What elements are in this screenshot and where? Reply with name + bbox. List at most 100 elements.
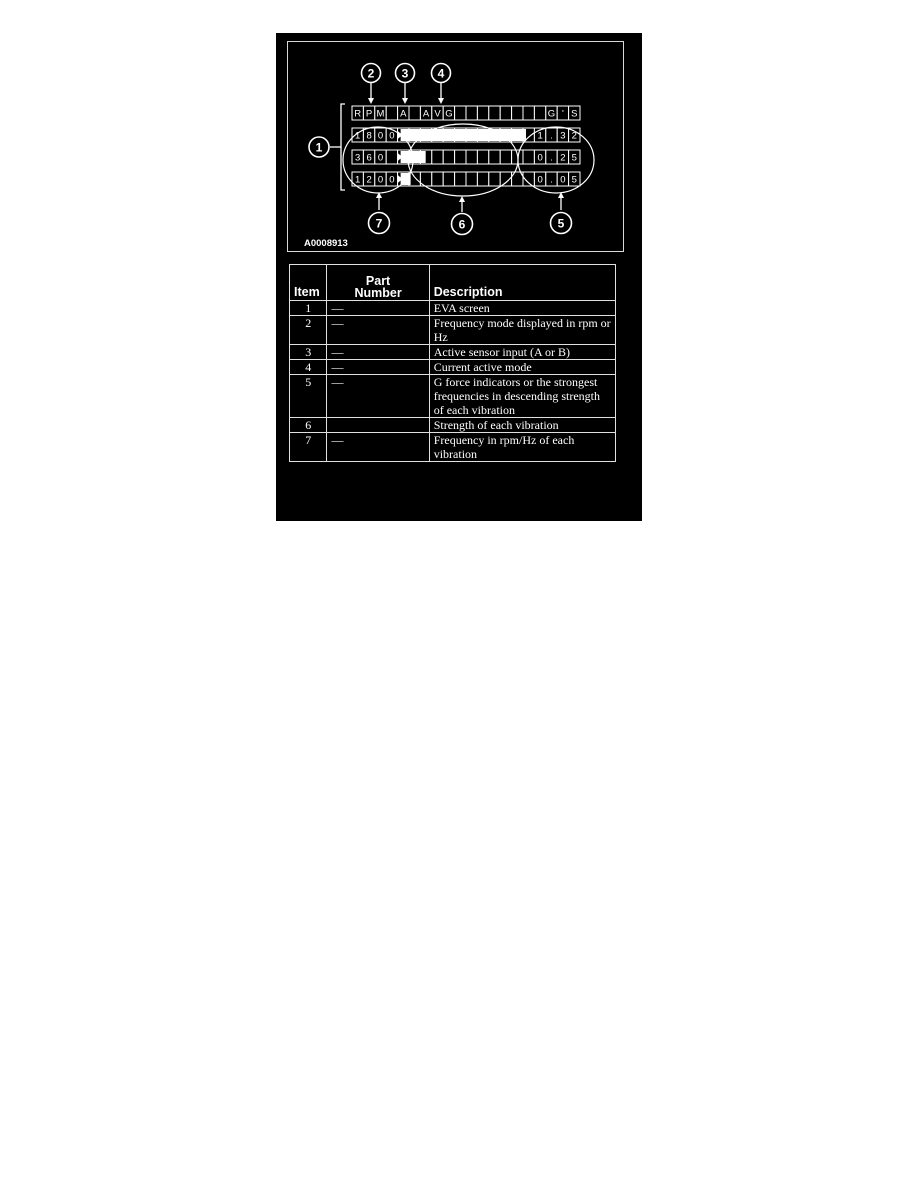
frequency-digit: 0	[389, 131, 394, 142]
row-part-number: —	[326, 374, 430, 418]
row-description: EVA screen	[428, 300, 617, 316]
table-header-row: Item Part Number Description	[288, 264, 617, 301]
callout-circle-1	[308, 136, 330, 158]
gforce-digit: .	[550, 131, 553, 142]
display-cell	[431, 171, 444, 187]
row-description: G force indicators or the strongest freq…	[428, 374, 617, 418]
row-item: 3	[288, 344, 328, 360]
display-cell	[499, 149, 513, 165]
header-cell-text: G	[548, 109, 555, 120]
callout-circle-2	[360, 62, 382, 84]
frequency-digit: 0	[378, 131, 383, 142]
header-cell-text: G	[445, 109, 452, 120]
arrowhead-6	[459, 196, 465, 202]
table-row: 7 — Frequency in rpm/Hz of each vibratio…	[288, 432, 617, 462]
bar-arrow-tip	[397, 175, 403, 183]
row-item: 1	[288, 300, 328, 316]
display-cell	[476, 105, 490, 121]
table-row: 1 — EVA screen	[288, 300, 617, 316]
display-cell	[454, 149, 467, 165]
callout-label-5: 5	[558, 217, 565, 231]
header-cell-text: R	[354, 109, 361, 120]
callout-label-6: 6	[459, 218, 466, 232]
strength-bar	[400, 173, 411, 185]
display-cell	[476, 149, 490, 165]
row-description: Active sensor input (A or B)	[428, 344, 617, 360]
gforce-digit: 0	[537, 153, 542, 164]
header-cell-text: A	[400, 109, 407, 120]
frequency-digit: 0	[389, 175, 394, 186]
header-cell-text: P	[366, 109, 372, 120]
gforce-digit: 2	[560, 153, 565, 164]
display-cell	[385, 105, 399, 121]
gforce-digit: .	[550, 175, 553, 186]
header-item: Item	[288, 264, 328, 301]
strength-bar	[400, 129, 526, 141]
display-cell	[408, 171, 421, 187]
arrowhead-4	[438, 98, 444, 104]
display-cell	[385, 149, 399, 165]
header-part-line1: Part	[365, 274, 391, 288]
arrowhead-7	[376, 192, 382, 198]
gforce-digit: 2	[572, 131, 577, 142]
display-cell	[465, 105, 478, 121]
display-cell	[454, 171, 467, 187]
frequency-digit: 8	[366, 131, 371, 142]
figure-code: A0008913	[304, 238, 348, 249]
row-item: 7	[288, 432, 328, 462]
arrowhead-3	[402, 98, 408, 104]
bar-arrow-tip	[397, 153, 403, 161]
row-part-number: —	[326, 315, 430, 345]
row-description: Frequency mode displayed in rpm or Hz	[428, 315, 617, 345]
display-cell	[454, 105, 467, 121]
callout-circle-7	[367, 211, 391, 235]
frequency-digit: 3	[355, 153, 360, 164]
row-part-number: —	[326, 300, 430, 316]
display-cell	[522, 105, 535, 121]
arrowhead-5	[558, 192, 564, 198]
callout-label-1: 1	[316, 141, 323, 155]
callout-label-4: 4	[438, 67, 445, 81]
table-row: 3 — Active sensor input (A or B)	[288, 344, 617, 360]
frequency-digit: 1	[355, 175, 360, 186]
display-cell	[476, 171, 490, 187]
display-cell	[499, 105, 513, 121]
row-description: Strength of each vibration	[428, 417, 617, 433]
header-part-number: Part Number	[326, 264, 430, 301]
callout-circle-6	[450, 212, 474, 236]
header-description: Description	[428, 264, 617, 301]
row-item: 4	[288, 359, 328, 375]
callout-label-3: 3	[402, 67, 409, 81]
callout-circle-4	[430, 62, 452, 84]
row-item: 2	[288, 315, 328, 345]
table-row: 4 — Current active mode	[288, 359, 617, 375]
frequency-digit: 0	[378, 175, 383, 186]
display-cell	[488, 105, 501, 121]
callout-overlay: 1 2 3 4 5 6 7 A0008913	[304, 62, 595, 249]
row-part-number	[326, 417, 430, 433]
gforce-digit: 0	[537, 175, 542, 186]
header-cell-text: V	[434, 109, 441, 120]
frequency-digit: 2	[366, 175, 371, 186]
gforce-digit: 0	[560, 175, 565, 186]
table-row: 6 Strength of each vibration	[288, 417, 617, 433]
header-cell-text: M	[377, 109, 385, 120]
callout-label-2: 2	[368, 67, 375, 81]
gforce-digit: 5	[572, 175, 577, 186]
gforce-digit: 3	[560, 131, 565, 142]
frequency-digit: 6	[366, 153, 371, 164]
parts-table: Item Part Number Description 1 — EVA scr…	[288, 264, 617, 462]
display-cell	[568, 149, 581, 165]
display-cell	[488, 171, 501, 187]
display-cell	[465, 149, 478, 165]
row-part-number: —	[326, 344, 430, 360]
frequency-digit: 1	[355, 131, 360, 142]
display-cell	[522, 149, 535, 165]
header-cell-text: A	[423, 109, 430, 120]
row-part-number: —	[326, 432, 430, 462]
display-cell	[442, 149, 456, 165]
display-cell	[511, 105, 524, 121]
callout-circle-5	[549, 211, 573, 235]
